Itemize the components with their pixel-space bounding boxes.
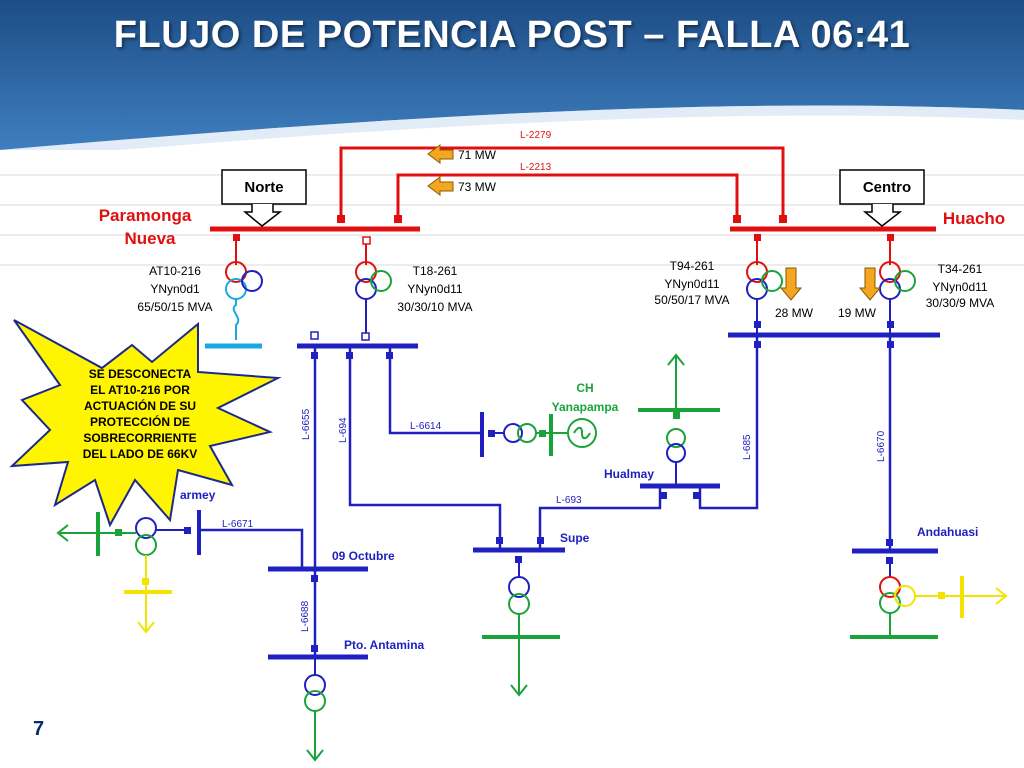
- substation-paramonga-1: Paramonga: [99, 206, 192, 225]
- note-line-5: SOBRECORRIENTE: [83, 431, 196, 445]
- note-line-2: EL AT10-216 POR: [90, 383, 190, 397]
- supe-transformer[interactable]: [482, 562, 560, 697]
- flow-label-71: 71 MW: [458, 148, 497, 162]
- flow-label-28: 28 MW: [775, 306, 814, 320]
- note-line-1: SE DESCONECTA: [89, 367, 192, 381]
- substation-ch-2: Yanapampa: [552, 400, 619, 414]
- line-l2213[interactable]: [396, 173, 739, 218]
- transformer-t94[interactable]: [746, 241, 783, 335]
- t94-rating: 50/50/17 MVA: [654, 293, 729, 307]
- label-l693: L-693: [556, 495, 582, 506]
- substation-andahuasi: Andahuasi: [917, 525, 978, 539]
- flow-arrow-28: [779, 267, 803, 301]
- label-l2279: L-2279: [520, 130, 552, 141]
- page-title: FLUJO DE POTENCIA POST – FALLA 06:41: [113, 14, 911, 56]
- substation-octubre: 09 Octubre: [332, 549, 395, 563]
- label-l6671: L-6671: [222, 519, 254, 530]
- ch-yanapampa[interactable]: [480, 412, 597, 457]
- label-l6655: L-6655: [301, 408, 312, 440]
- t18-name: T18-261: [413, 264, 458, 278]
- t34-name: T34-261: [938, 262, 983, 276]
- flow-label-73: 73 MW: [458, 180, 497, 194]
- callout-norte: Norte: [221, 169, 307, 227]
- carmey-transformer[interactable]: [56, 510, 201, 634]
- antamina-transformer[interactable]: [304, 657, 326, 762]
- t18-rating: 30/30/10 MVA: [397, 300, 472, 314]
- t34-rating: 30/30/9 MVA: [926, 296, 994, 310]
- line-l6614[interactable]: [388, 346, 482, 435]
- label-l694: L-694: [338, 417, 349, 443]
- t94-group: YNyn0d11: [664, 277, 719, 291]
- transformer-t34[interactable]: [879, 241, 916, 335]
- callout-norte-label: Norte: [244, 179, 283, 196]
- label-l6614: L-6614: [410, 421, 442, 432]
- substation-supe: Supe: [560, 531, 590, 545]
- at10-rating: 65/50/15 MVA: [137, 300, 212, 314]
- substation-antamina: Pto. Antamina: [344, 638, 425, 652]
- substation-carmey: armey: [180, 488, 216, 502]
- flow-label-19: 19 MW: [838, 306, 877, 320]
- flow-arrow-73: [427, 176, 454, 196]
- label-l6670: L-6670: [876, 430, 887, 462]
- substation-huacho: Huacho: [943, 209, 1005, 228]
- t18-group: YNyn0d11: [407, 282, 462, 296]
- line-l6671[interactable]: [200, 528, 304, 569]
- title-banner: [0, 0, 1024, 150]
- callout-centro-label: Centro: [863, 179, 911, 196]
- label-l2213: L-2213: [520, 162, 552, 173]
- buses-66kv: [268, 332, 940, 660]
- substation-paramonga-2: Nueva: [124, 229, 176, 248]
- callout-centro: Centro: [839, 169, 925, 227]
- transformer-t18[interactable]: [355, 244, 392, 340]
- line-l2279[interactable]: [339, 146, 785, 218]
- note-line-4: PROTECCIÓN DE: [90, 414, 190, 429]
- t34-group: YNyn0d11: [932, 280, 987, 294]
- at10-name: AT10-216: [149, 264, 201, 278]
- note-line-6: DEL LADO DE 66KV: [83, 447, 197, 461]
- disconnection-note: SE DESCONECTA EL AT10-216 POR ACTUACIÓN …: [9, 319, 282, 528]
- at10-group: YNyn0d1: [150, 282, 200, 296]
- t94-name: T94-261: [670, 259, 715, 273]
- label-l685: L-685: [742, 434, 753, 460]
- label-l6688: L-6688: [300, 600, 311, 632]
- substation-ch-1: CH: [576, 381, 593, 395]
- transformer-at10[interactable]: [225, 241, 263, 340]
- substation-hualmay: Hualmay: [604, 467, 654, 481]
- line-l694[interactable]: [348, 346, 502, 550]
- flow-arrow-71: [427, 144, 454, 164]
- line-l685[interactable]: [698, 335, 759, 510]
- flow-arrow-19: [858, 267, 882, 301]
- hualmay-transformer[interactable]: [638, 353, 720, 486]
- page-number: 7: [33, 718, 45, 740]
- note-line-3: ACTUACIÓN DE SU: [84, 398, 196, 413]
- andahuasi-transformer[interactable]: [850, 563, 1008, 639]
